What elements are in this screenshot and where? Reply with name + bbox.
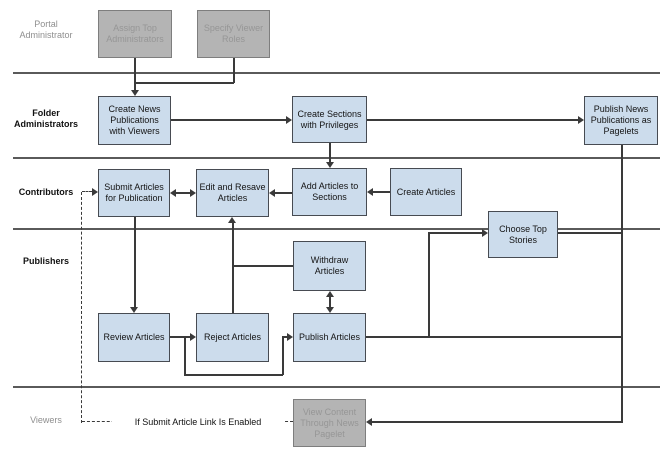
lane-label-viewers: Viewers: [30, 415, 62, 425]
node-specify-viewer-roles: Specify Viewer Roles: [197, 10, 270, 58]
lane-label-folder-administrators: Folder Administrators: [13, 108, 78, 129]
arrowhead-into-add-articles-right: [367, 188, 373, 196]
dashed-connector-viewers-up-v: [81, 192, 82, 423]
node-add-articles-sections: Add Articles to Sections: [292, 168, 367, 216]
lane-divider-publishers-viewers: [13, 386, 660, 388]
connector-publish-to-choose-top-v: [428, 233, 430, 337]
arrowhead-into-edit-resave-right: [269, 189, 275, 197]
lane-divider-contributors-publishers: [13, 228, 660, 230]
arrowhead-into-choose-top: [482, 229, 488, 237]
connector-create-articles-to-add: [372, 191, 390, 193]
connector-review-bypass-into-publish: [282, 336, 288, 338]
arrowhead-into-reject: [190, 333, 196, 341]
arrowhead-into-publish-articles: [287, 333, 293, 341]
lane-label-portal-administrator: Portal Administrator: [19, 19, 73, 40]
node-submit-articles: Submit Articles for Publication: [98, 169, 170, 217]
connector-publish-articles-right-h: [366, 336, 622, 338]
connector-choose-top-out-h: [558, 232, 622, 234]
annotation-if-submit-link-enabled: If Submit Article Link Is Enabled: [112, 416, 284, 428]
lane-divider-folder-contributors: [13, 157, 660, 159]
connector-into-choose-top-h: [428, 232, 483, 234]
connector-review-to-reject: [170, 336, 191, 338]
connector-withdraw-to-edit-h: [232, 265, 293, 267]
node-create-articles: Create Articles: [390, 168, 462, 216]
arrowhead-dashed-into-submit: [92, 188, 98, 196]
node-assign-top-administrators: Assign Top Administrators: [98, 10, 172, 58]
connector-add-articles-to-edit: [274, 192, 293, 194]
arrowhead-into-view-content: [366, 418, 372, 426]
connector-create-news-to-create-sections: [171, 119, 286, 121]
arrowhead-into-edit-resave-left: [190, 189, 196, 197]
connector-specify-viewer-join-h: [134, 82, 234, 84]
node-view-content-pagelet: View Content Through News Pagelet: [293, 399, 366, 447]
arrowhead-into-withdraw-bottom: [326, 291, 334, 297]
dashed-connector-into-submit-h: [82, 191, 92, 192]
connector-review-bypass-up: [282, 336, 284, 375]
connector-publish-news-down-v: [621, 145, 623, 423]
connector-create-sections-to-publish-news: [367, 119, 578, 121]
node-reject-articles: Reject Articles: [196, 313, 269, 362]
connector-create-sections-to-add-articles: [329, 143, 331, 163]
arrowhead-into-create-sections: [286, 116, 292, 124]
node-review-articles: Review Articles: [98, 313, 170, 362]
connector-into-view-content-h: [371, 421, 622, 423]
connector-submit-to-review-v: [134, 217, 136, 308]
connector-reject-to-edit-v: [232, 222, 234, 313]
arrowhead-into-publish-news: [578, 116, 584, 124]
lane-label-publishers: Publishers: [22, 256, 69, 266]
lane-divider-portal-folder: [13, 72, 660, 74]
node-withdraw-articles: Withdraw Articles: [293, 241, 366, 291]
arrowhead-into-create-news: [131, 90, 139, 96]
connector-submit-edit-double: [175, 192, 191, 194]
arrowhead-into-edit-resave-bottom: [228, 217, 236, 223]
connector-withdraw-publish-double: [329, 296, 331, 308]
arrowhead-into-publish-top: [326, 307, 334, 313]
arrowhead-into-submit-articles: [170, 189, 176, 197]
connector-review-bypass-down: [184, 336, 186, 375]
connector-assign-to-create-news-v: [134, 58, 136, 91]
lane-label-contributors: Contributors: [18, 187, 74, 197]
connector-review-bypass-h: [184, 374, 283, 376]
connector-specify-viewer-v: [233, 58, 235, 83]
node-choose-top-stories: Choose Top Stories: [488, 211, 558, 258]
node-publish-articles: Publish Articles: [293, 313, 366, 362]
node-create-sections: Create Sections with Privileges: [292, 96, 367, 143]
node-create-news-publications: Create News Publications with Viewers: [98, 96, 171, 145]
arrowhead-into-add-articles: [326, 162, 334, 168]
node-publish-news-pagelets: Publish News Publications as Pagelets: [584, 96, 658, 145]
arrowhead-into-review: [130, 307, 138, 313]
node-edit-resave-articles: Edit and Resave Articles: [196, 169, 269, 217]
